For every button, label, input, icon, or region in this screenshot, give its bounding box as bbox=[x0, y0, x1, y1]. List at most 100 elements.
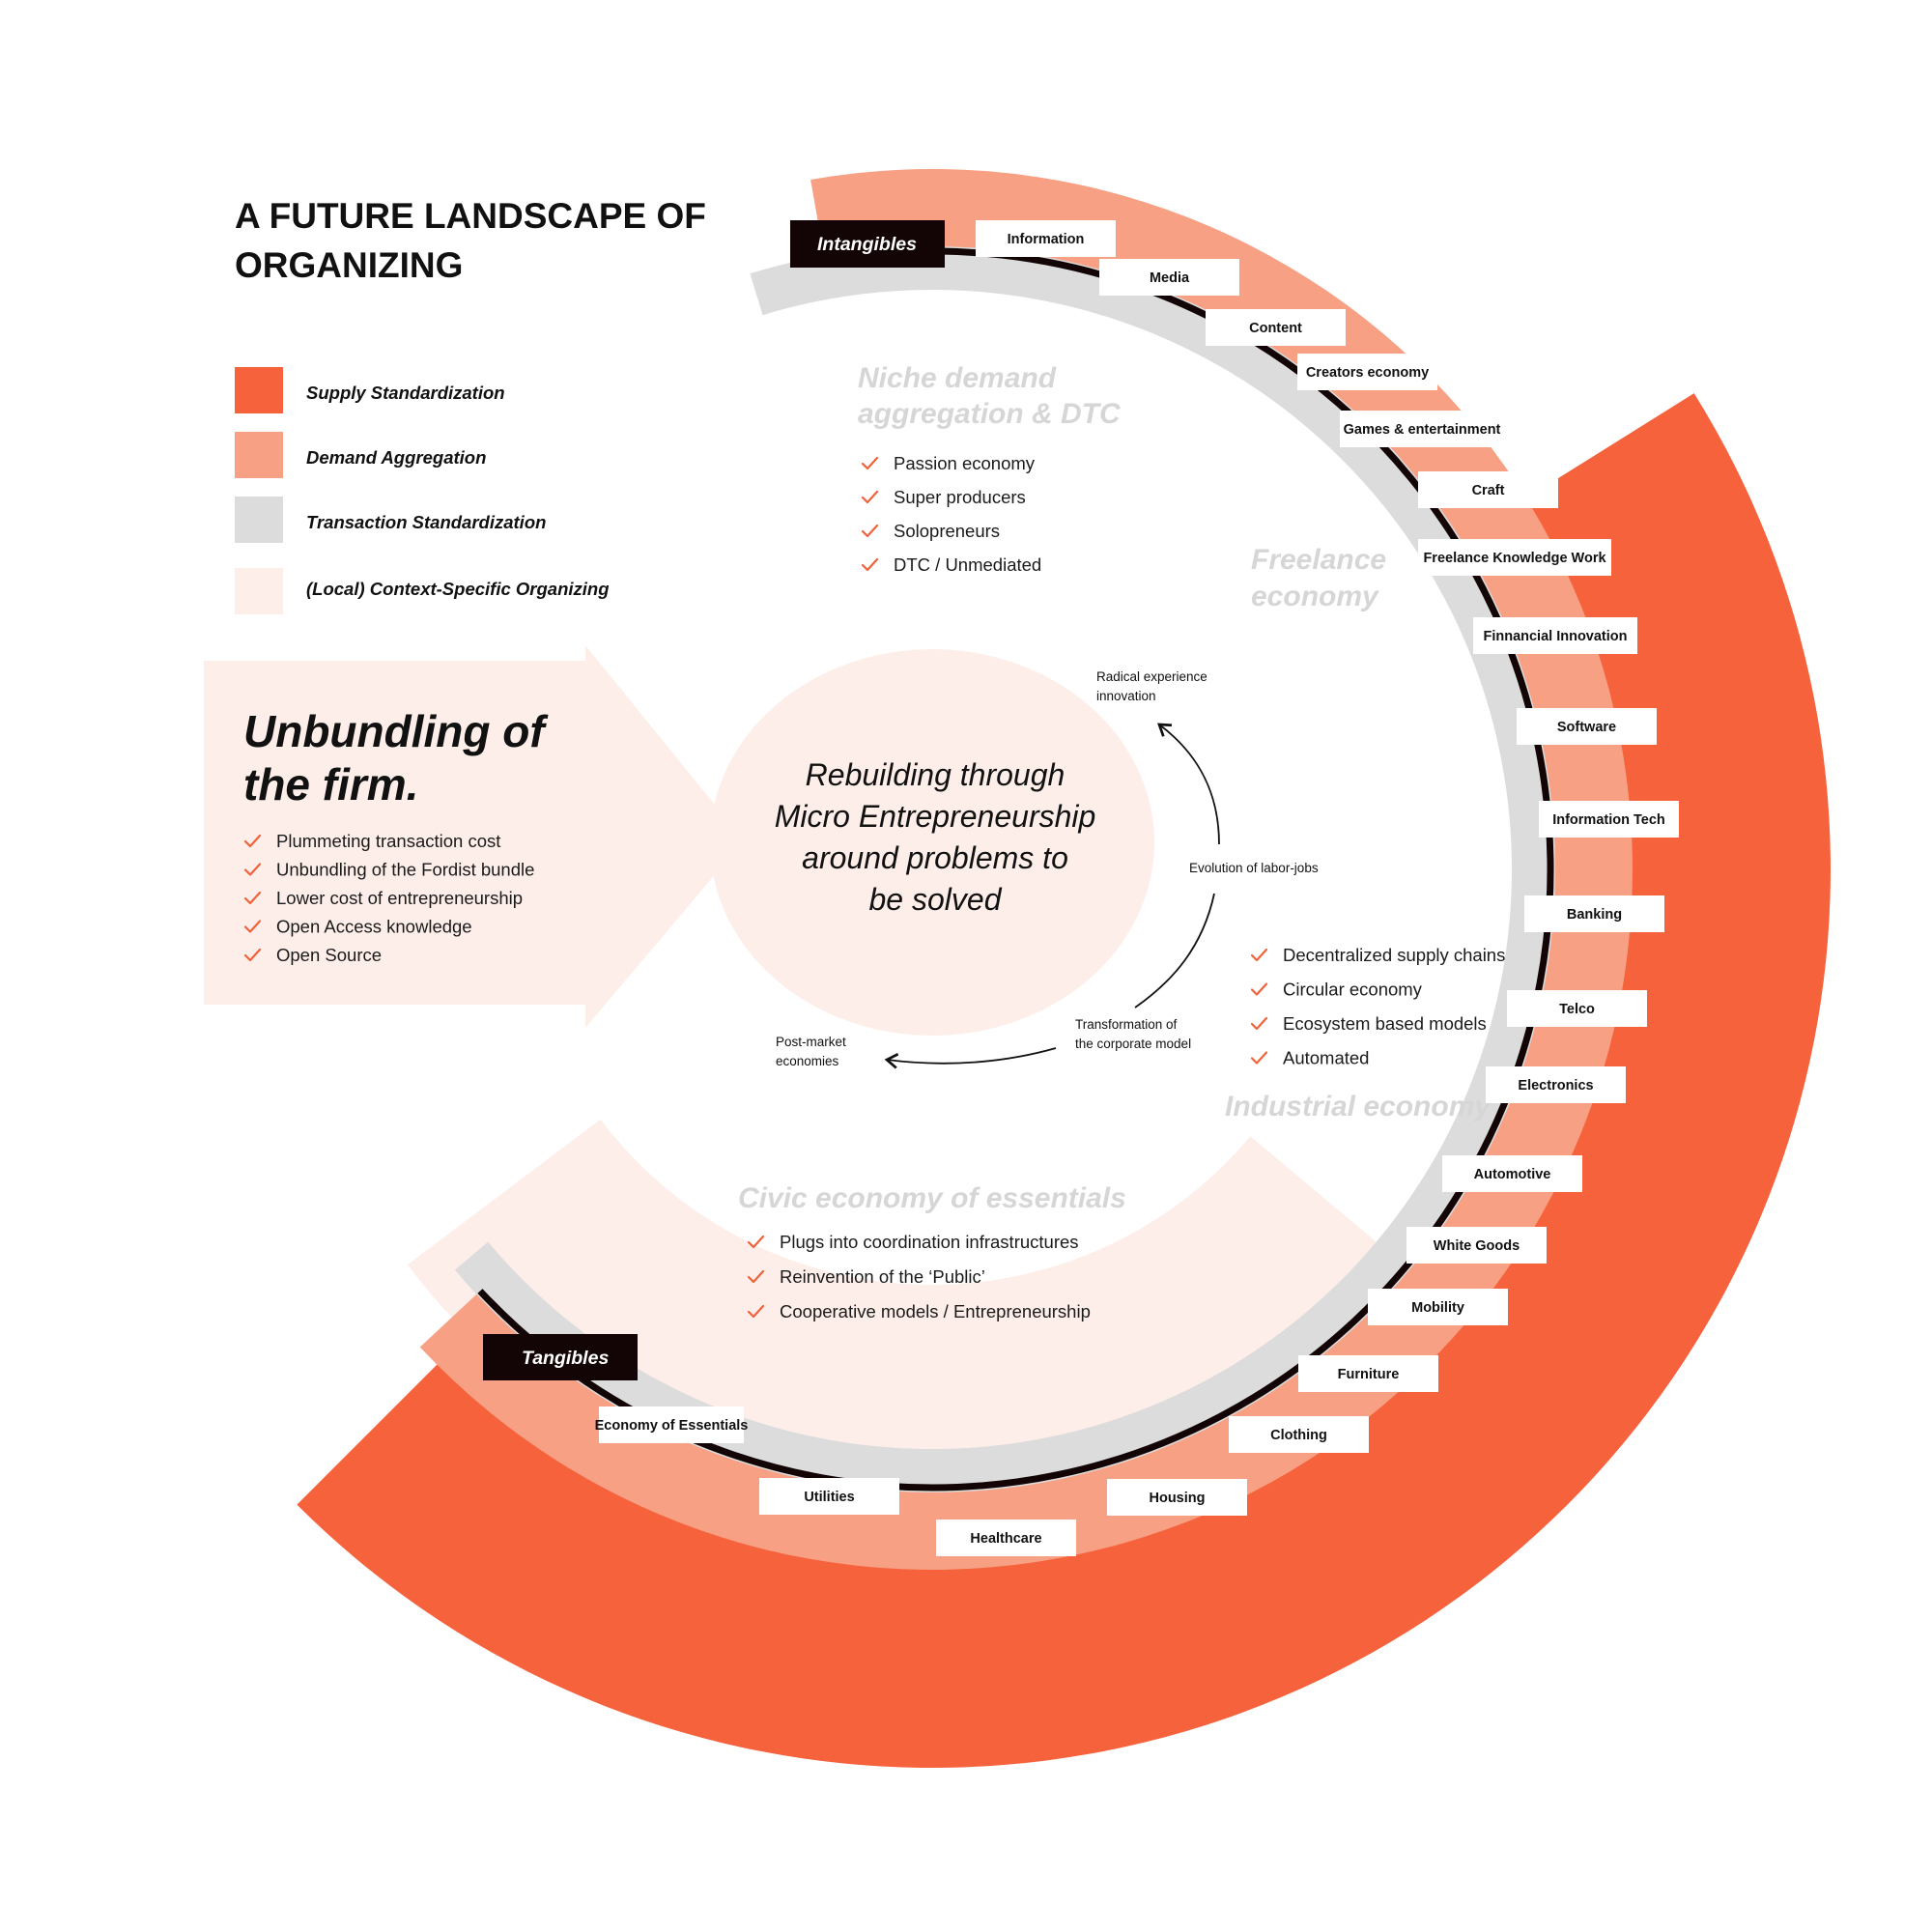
unbundling-list-item: Lower cost of entrepreneurship bbox=[276, 888, 523, 908]
sector-label-text: Media bbox=[1150, 270, 1190, 286]
check-icon bbox=[747, 1235, 765, 1249]
sector-label-text: Clothing bbox=[1270, 1428, 1327, 1443]
sector-label: Freelance Knowledge Work bbox=[1418, 539, 1611, 576]
sector-label: Software bbox=[1517, 708, 1657, 745]
freelance-zone-title-2: economy bbox=[1251, 581, 1379, 612]
unbundling-title: Unbundling of bbox=[243, 706, 549, 756]
sector-label: Content bbox=[1206, 309, 1346, 346]
industrial-zone-title: Industrial economy bbox=[1225, 1091, 1492, 1122]
sector-label: Creators economy bbox=[1297, 354, 1437, 390]
sector-label-text: Games & entertainment bbox=[1344, 422, 1501, 438]
niche-zone-title: Niche demand bbox=[858, 362, 1057, 394]
niche-list-item: Solopreneurs bbox=[894, 521, 1000, 541]
sector-label-text: Information bbox=[1008, 232, 1085, 247]
page-title: A FUTURE LANDSCAPE OF bbox=[235, 196, 706, 236]
sector-label-text: Freelance Knowledge Work bbox=[1423, 551, 1606, 566]
sector-label-text: Automotive bbox=[1474, 1167, 1551, 1182]
center-line-4: be solved bbox=[869, 882, 1003, 917]
center-ellipse bbox=[710, 649, 1154, 1036]
sector-label-text: Telco bbox=[1559, 1002, 1595, 1017]
sector-label-text: Information Tech bbox=[1552, 812, 1665, 828]
freelance-zone-title: Freelance bbox=[1251, 544, 1386, 576]
check-icon bbox=[1250, 948, 1268, 962]
check-icon bbox=[747, 1304, 765, 1319]
civic-list-item: Cooperative models / Entrepreneurship bbox=[780, 1301, 1091, 1321]
sector-label: Healthcare bbox=[936, 1520, 1076, 1556]
check-icon bbox=[243, 948, 262, 962]
unbundling-panel: Unbundling of the firm. Plummeting trans… bbox=[243, 706, 549, 965]
radical-innovation-label-2: innovation bbox=[1096, 689, 1156, 703]
post-market-label: Post-market bbox=[776, 1035, 846, 1049]
sector-label: Games & entertainment bbox=[1340, 411, 1504, 447]
sector-label-text: Economy of Essentials bbox=[595, 1418, 749, 1434]
legend-label-context: (Local) Context-Specific Organizing bbox=[306, 579, 610, 599]
sector-label-text: Finnancial Innovation bbox=[1483, 629, 1627, 644]
sector-label-text: Utilities bbox=[804, 1490, 854, 1505]
context-specific-ring bbox=[488, 1136, 1377, 1450]
supply-standardization-ring bbox=[297, 393, 1831, 1768]
industrial-list-item: Ecosystem based models bbox=[1283, 1013, 1487, 1034]
evolution-cycle: Radical experience innovation Evolution … bbox=[776, 669, 1319, 1069]
niche-list-item: Super producers bbox=[894, 487, 1026, 507]
transformation-label: Transformation of bbox=[1075, 1017, 1178, 1032]
sector-label-text: White Goods bbox=[1434, 1238, 1520, 1254]
legend-swatch-context bbox=[235, 568, 283, 614]
unbundling-arrow bbox=[204, 645, 744, 1028]
sector-label: Clothing bbox=[1229, 1416, 1369, 1453]
unbundling-title-line2: the firm. bbox=[243, 759, 418, 810]
arrow-to-radical-innovation bbox=[1157, 723, 1220, 845]
arrow-to-post-market bbox=[884, 1047, 1057, 1069]
arrow-to-corporate-transformation bbox=[1134, 893, 1215, 1009]
evolution-label: Evolution of labor-jobs bbox=[1189, 861, 1319, 875]
intangibles-endpoint: Intangibles bbox=[790, 220, 945, 268]
radical-innovation-label: Radical experience bbox=[1096, 669, 1208, 684]
center-statement: Rebuilding through Micro Entrepreneurshi… bbox=[775, 757, 1096, 917]
tangibles-label: Tangibles bbox=[522, 1348, 609, 1369]
check-icon bbox=[243, 863, 262, 876]
demand-aggregation-ring bbox=[419, 168, 1633, 1570]
niche-zone-title-2: aggregation & DTC bbox=[858, 398, 1122, 430]
sector-label-text: Healthcare bbox=[970, 1531, 1041, 1547]
check-icon bbox=[1250, 982, 1268, 996]
sector-label-text: Mobility bbox=[1411, 1300, 1464, 1316]
center-line-3: around problems to bbox=[802, 840, 1068, 875]
sector-label: White Goods bbox=[1406, 1227, 1547, 1264]
legend-label-demand: Demand Aggregation bbox=[306, 447, 486, 468]
check-icon bbox=[861, 490, 879, 504]
industrial-list-item: Decentralized supply chains bbox=[1283, 945, 1505, 965]
civic-list-item: Reinvention of the ‘Public’ bbox=[780, 1266, 985, 1287]
sector-label: Telco bbox=[1507, 990, 1647, 1027]
legend-label-transaction: Transaction Standardization bbox=[306, 512, 546, 532]
sector-label-text: Creators economy bbox=[1306, 365, 1429, 381]
niche-list-item: DTC / Unmediated bbox=[894, 554, 1041, 575]
legend-label-supply: Supply Standardization bbox=[306, 383, 505, 403]
sector-label-text: Banking bbox=[1567, 907, 1622, 923]
sector-label-text: Craft bbox=[1472, 483, 1505, 498]
sector-label-text: Furniture bbox=[1338, 1367, 1400, 1382]
check-icon bbox=[747, 1269, 765, 1284]
sector-label: Information Tech bbox=[1539, 801, 1679, 838]
civic-list: Plugs into coordination infrastructuresR… bbox=[747, 1232, 1091, 1321]
sector-label: Finnancial Innovation bbox=[1473, 617, 1637, 654]
legend-swatch-demand bbox=[235, 432, 283, 478]
check-icon bbox=[243, 891, 262, 905]
center-line-2: Micro Entrepreneurship bbox=[775, 799, 1096, 834]
check-icon bbox=[861, 456, 879, 470]
unbundling-list-item: Plummeting transaction cost bbox=[276, 831, 500, 851]
check-icon bbox=[1250, 1051, 1268, 1065]
unbundling-list-item: Open Access knowledge bbox=[276, 917, 472, 937]
sector-label: Economy of Essentials bbox=[595, 1406, 749, 1443]
sector-label-text: Electronics bbox=[1518, 1078, 1593, 1094]
civic-zone-title: Civic economy of essentials bbox=[738, 1182, 1126, 1214]
tangibles-endpoint: Tangibles bbox=[483, 1334, 638, 1380]
intangibles-label: Intangibles bbox=[817, 234, 917, 255]
niche-list-item: Passion economy bbox=[894, 453, 1036, 473]
legend-swatch-supply bbox=[235, 367, 283, 413]
sector-label: Furniture bbox=[1298, 1355, 1438, 1392]
unbundling-list-item: Unbundling of the Fordist bundle bbox=[276, 860, 534, 880]
sector-label: Mobility bbox=[1368, 1289, 1508, 1325]
civic-list-item: Plugs into coordination infrastructures bbox=[780, 1232, 1079, 1252]
sector-label-text: Software bbox=[1557, 720, 1616, 735]
